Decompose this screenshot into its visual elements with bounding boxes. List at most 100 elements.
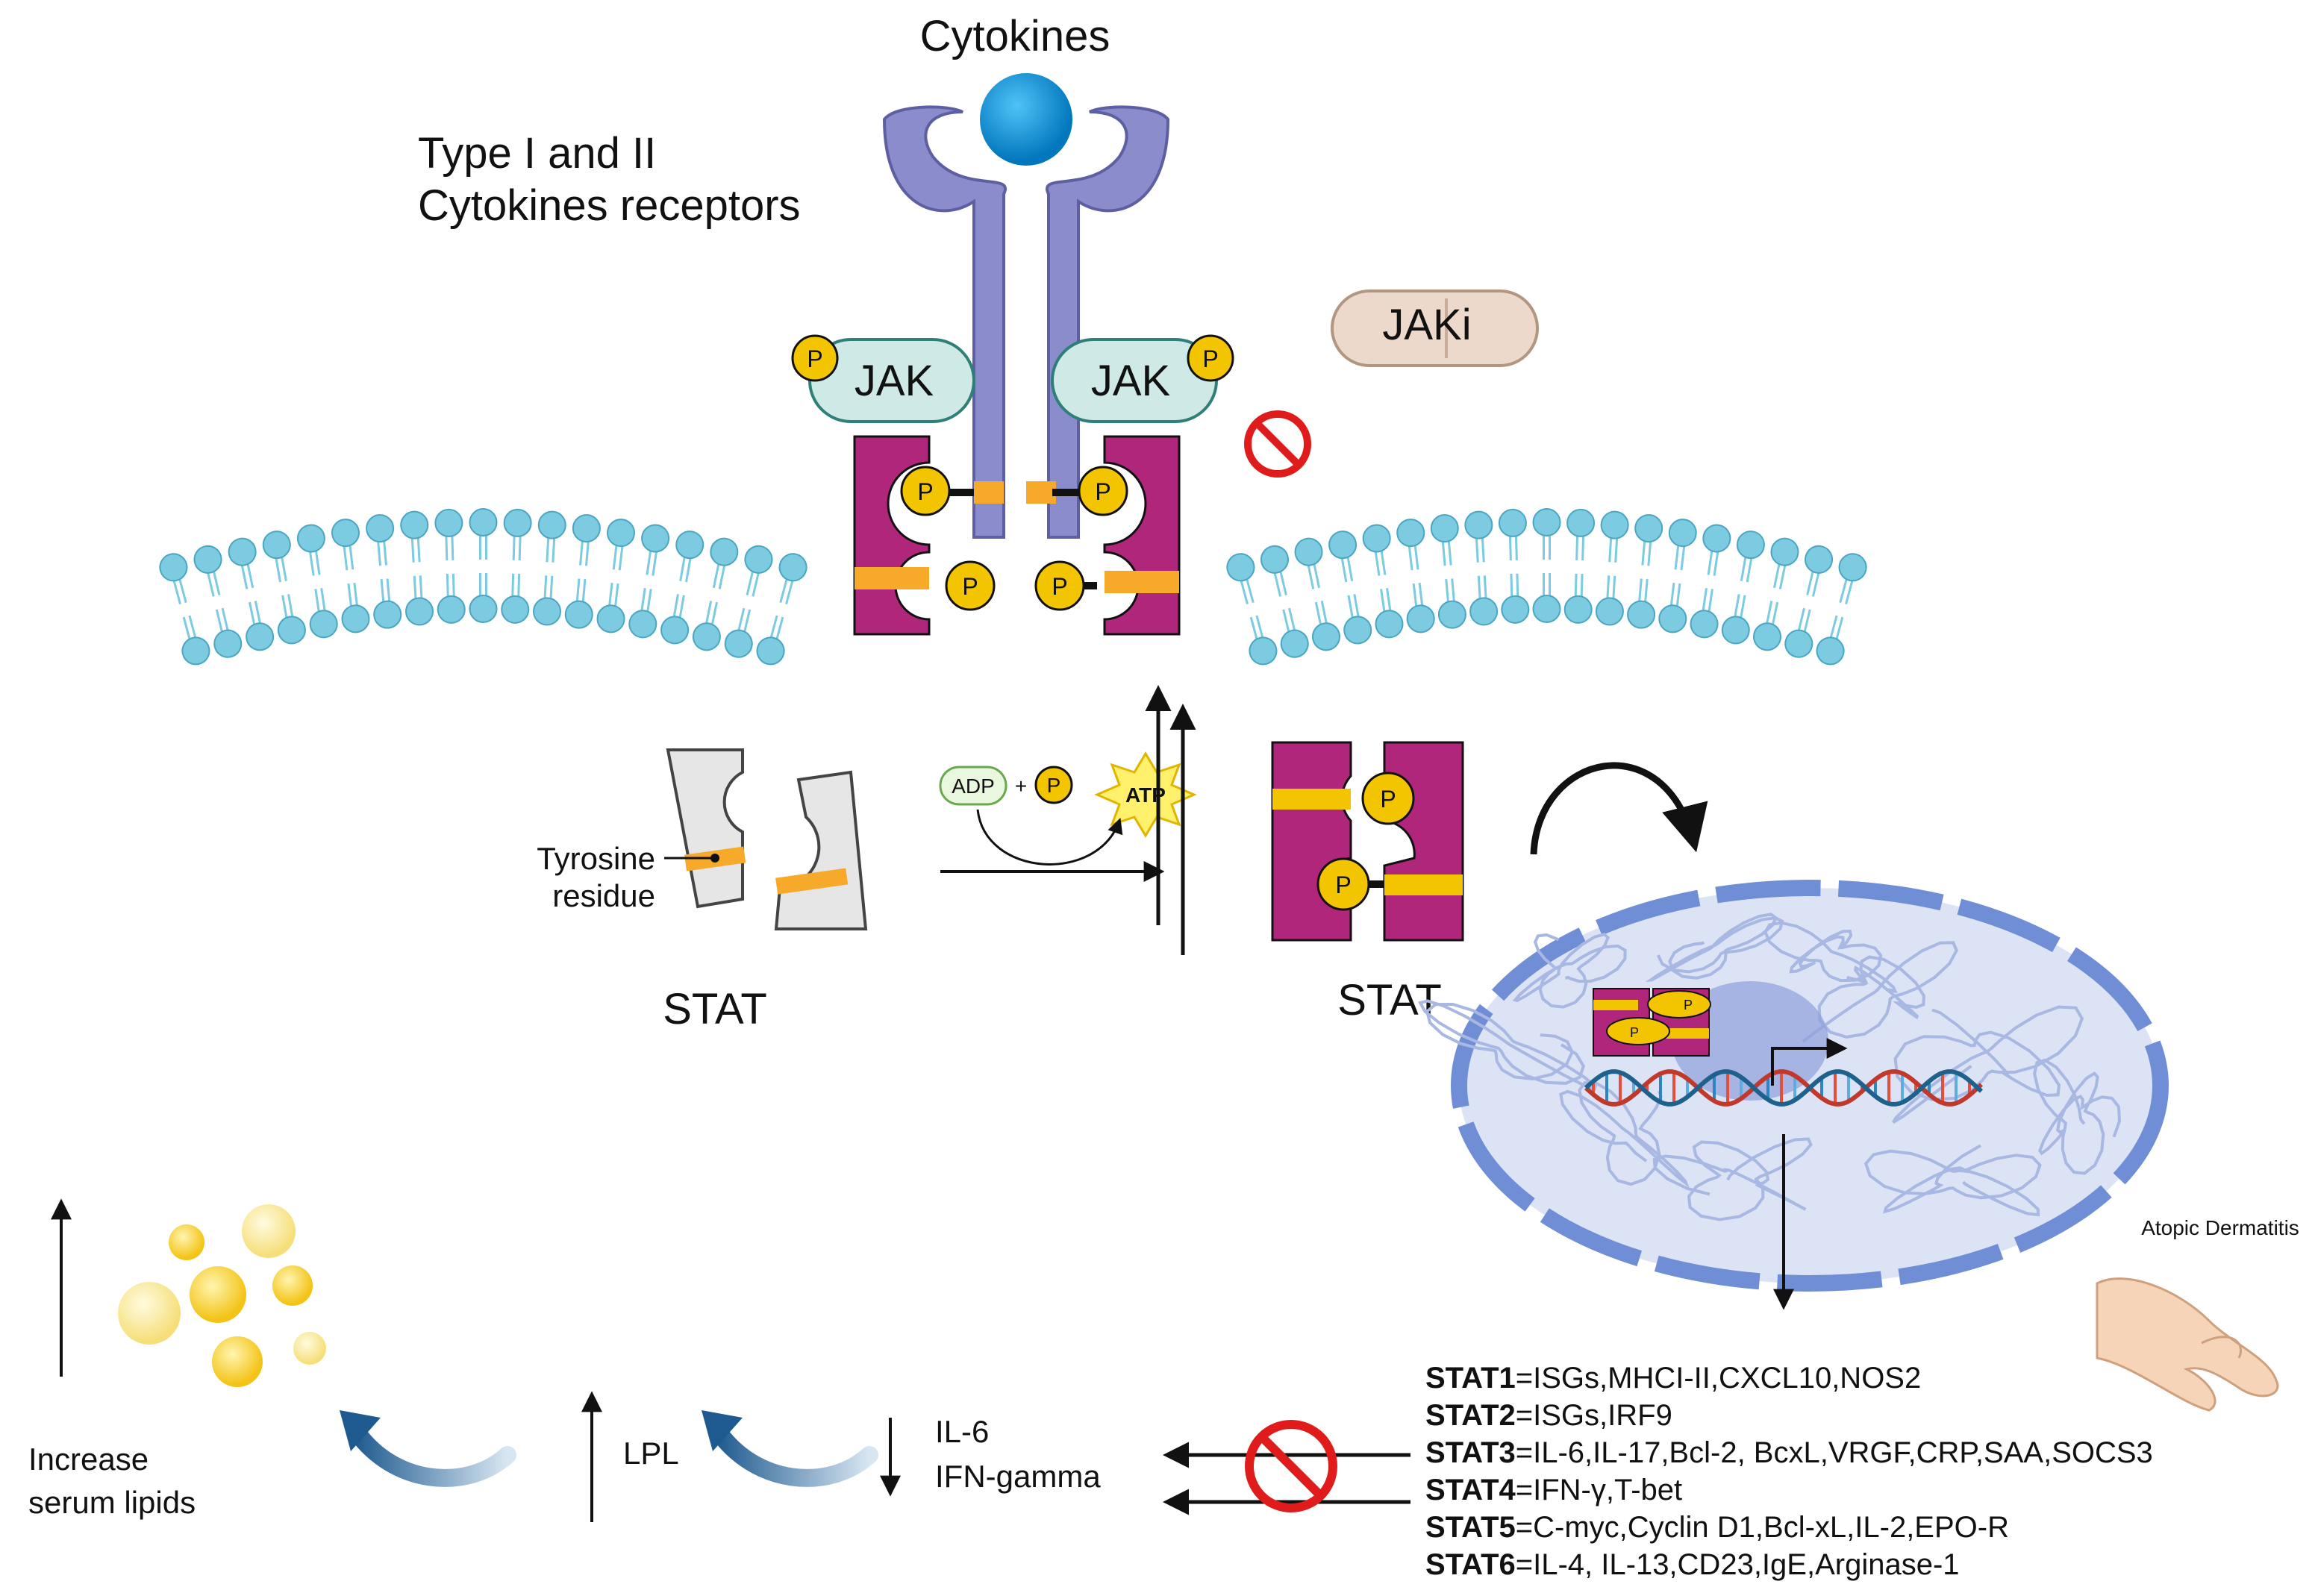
stat-target-genes: =IFN-γ,T-bet [1516,1474,1682,1506]
nuclear-phospho-1: P [1684,998,1693,1013]
translocation-arrow [1530,762,1708,855]
phospholipid [1294,537,1340,651]
stat-name: STAT2 [1425,1399,1516,1432]
tyrosine-label-line1: Tyrosine [537,841,655,876]
phospholipid [1627,514,1663,629]
nuclear-stat-dimer [1593,988,1711,1057]
stat-name: STAT4 [1425,1474,1516,1506]
phospholipid [1226,553,1278,666]
phospholipid [262,531,306,645]
stat-name: STAT1 [1425,1362,1516,1395]
phospho-stat-right-2 [1034,560,1085,611]
curved-arrow-left-head [340,1410,381,1451]
phospholipid [331,519,370,633]
stat-target-genes: =ISGs,IRF9 [1516,1399,1672,1432]
tyrosine-label-line2: residue [552,878,655,913]
phospho-stat-left-1 [900,466,951,516]
phospholipid [1260,545,1309,658]
phospho-stat-right-1 [1078,466,1128,516]
phospholipid [366,514,402,629]
phospholipid [628,524,670,639]
phospholipid [1784,545,1834,658]
atopic-dermatitis-label: Atopic Dermatitis [2141,1216,2299,1239]
lipids-label-line2: serum lipids [28,1485,196,1520]
stat-gene-line-2: STAT2=ISGs,IRF9 [1425,1399,1672,1432]
phospholipid [1532,508,1561,623]
phospholipid [1430,514,1466,629]
inhibit-icon-bottom [1245,1420,1337,1512]
phospho-active-2 [1316,857,1370,911]
inhibit-icon [1244,410,1311,478]
adp-to-atp-arrow [976,809,1123,866]
stat-name: STAT6 [1425,1548,1516,1581]
stat-name: STAT3 [1425,1436,1516,1469]
stat-name: STAT5 [1425,1511,1516,1544]
cytokines-label: Cytokines [920,12,1110,60]
cytokine-ligand [980,73,1072,166]
stat-gene-line-1: STAT1=ISGs,MHCI-II,CXCL10,NOS2 [1425,1362,1921,1395]
phospholipid [1690,524,1731,639]
phospholipid [296,524,338,639]
phospholipid [434,508,466,624]
active-stat-dimer [1271,741,1464,942]
phospho-jak-left [791,334,839,382]
stat-inactive-label: STAT [663,985,767,1033]
adp-label: ADP [952,774,995,798]
phospholipid [596,519,635,633]
phospholipid [501,508,532,624]
phospho-active-1-label: P [1380,786,1396,813]
cell-membrane-right [1226,508,1867,666]
phosphate [1034,766,1073,804]
scratching-hand-icon [2096,1277,2279,1412]
phospholipid [660,531,705,645]
phospho-active-2-label: P [1335,871,1351,898]
curved-arrow-left [346,1420,516,1487]
phospholipid [1595,510,1629,626]
stat-gene-line-6: STAT6=IL-4, IL-13,CD23,IgE,Arginase-1 [1425,1548,1960,1581]
curved-arrow-right [707,1420,878,1487]
stat-target-genes: =ISGs,MHCI-II,CXCL10,NOS2 [1516,1362,1921,1395]
phospholipid [1563,508,1596,624]
phospho-active-1 [1361,772,1415,825]
phospho-stat-right-2-label: P [1052,573,1067,600]
phospholipid [724,545,773,658]
stat-target-genes-list: STAT1=ISGs,MHCI-II,CXCL10,NOS2STAT2=ISGs… [1425,1362,2153,1581]
phospholipid [756,553,807,666]
stat-target-genes: =IL-6,IL-17,Bcl-2, BcxL,VRGF,CRP,SAA,SOC… [1516,1436,2153,1469]
phospholipid [1753,537,1799,651]
jak-right-label: JAK [1091,357,1171,405]
phospho-stat-left-2-label: P [962,573,978,600]
phospholipid [1328,531,1372,645]
tyrosine-dot [710,854,719,863]
il6-label: IL-6 [935,1414,989,1449]
phospholipid [1396,519,1435,633]
phospholipid [228,537,275,651]
phospholipid [469,508,498,623]
phospholipid [193,545,243,658]
inactive-stat-left [666,748,746,909]
phospho-stat-right-1-label: P [1095,478,1110,505]
nuclear-phospho-2: P [1630,1025,1639,1040]
phosphate-label: P [1047,774,1061,797]
phospholipid [1721,531,1765,645]
receptors-label-line2: Cytokines receptors [418,181,801,230]
receptor-stat-right [1026,435,1181,636]
phospho-jak-right [1187,334,1234,382]
phospholipid [400,510,434,626]
phospholipid [1658,519,1697,633]
stat-target-genes: =IL-4, IL-13,CD23,IgE,Arginase-1 [1516,1548,1960,1581]
dna-helix [1584,1069,1984,1107]
plus-sign: + [1015,774,1027,798]
phospho-stat-left-2 [945,560,996,611]
phospho-jak-left-label: P [807,345,822,372]
phospholipid [159,553,210,666]
stat-target-genes: =C-myc,Cyclin D1,Bcl-xL,IL-2,EPO-R [1516,1511,2009,1544]
phospholipid [692,537,739,651]
phospholipid [564,514,601,629]
cell-membrane-left [159,508,807,666]
stat-gene-line-5: STAT5=C-myc,Cyclin D1,Bcl-xL,IL-2,EPO-R [1425,1511,2009,1544]
stat-active-label: STAT [1337,976,1442,1024]
phospho-stat-left-1-label: P [917,478,933,505]
lipids-label-line1: Increase [28,1442,149,1477]
